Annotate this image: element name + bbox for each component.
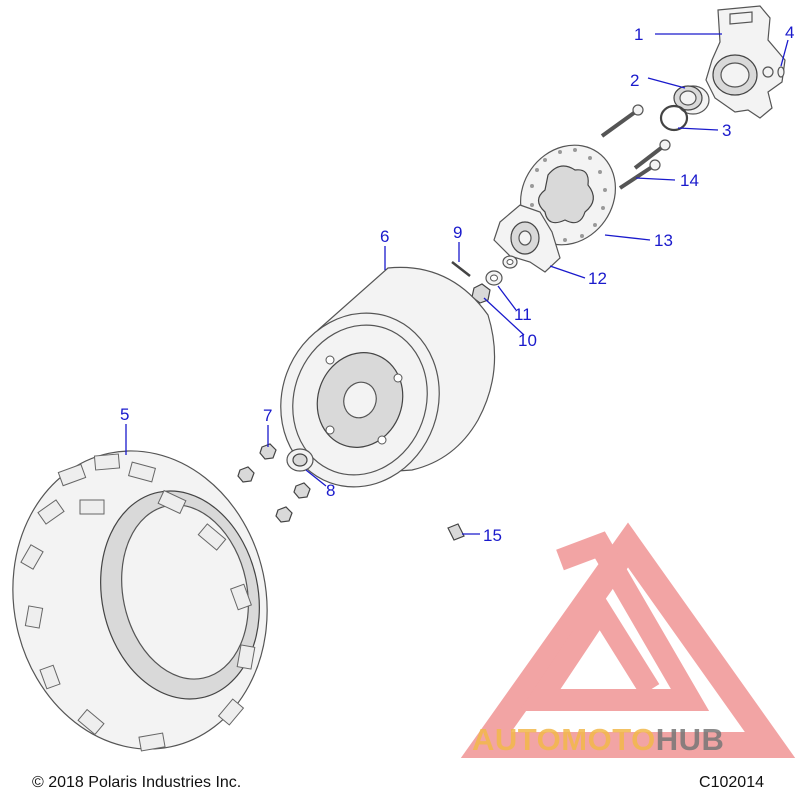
copyright-text: © 2018 Polaris Industries Inc.	[32, 774, 242, 791]
callout-8: 8	[326, 481, 335, 500]
hub-cotter-pin-part	[451, 261, 471, 277]
callout-11: 11	[514, 305, 532, 324]
tire-part	[12, 450, 268, 752]
callout-1: 1	[634, 25, 643, 44]
wheel-bearing-part	[673, 85, 710, 115]
callout-7: 7	[263, 406, 272, 425]
valve-stem-part	[447, 523, 465, 541]
washer-small-part	[502, 255, 518, 269]
steering-knuckle-part	[705, 5, 786, 119]
callout-5: 5	[120, 405, 129, 424]
snap-ring-part	[659, 104, 689, 132]
watermark-logo	[460, 522, 796, 758]
wheel-hub-part	[493, 204, 561, 273]
cotter-pin-part	[777, 66, 785, 78]
callout-4: 4	[785, 23, 794, 42]
wheel-rim-part	[280, 266, 496, 488]
figure-code: C102014	[699, 774, 764, 791]
lug-nut-set	[237, 443, 311, 523]
callout-14: 14	[680, 171, 699, 190]
hub-washer-part	[485, 270, 503, 286]
callout-9: 9	[453, 223, 462, 242]
watermark-text-main: AUTOMOTO	[472, 722, 656, 757]
callout-15: 15	[483, 526, 502, 545]
callout-12: 12	[588, 269, 607, 288]
callout-10: 10	[518, 331, 537, 350]
callout-6: 6	[380, 227, 389, 246]
callout-13: 13	[654, 231, 673, 250]
callout-leaders	[125, 33, 789, 535]
center-cap-part	[286, 448, 314, 472]
watermark-text: AUTOMOTOHUB	[472, 722, 724, 757]
callout-3: 3	[722, 121, 731, 140]
watermark-text-hub: HUB	[656, 722, 725, 757]
brake-bolt-set	[600, 104, 671, 190]
callout-2: 2	[630, 71, 639, 90]
